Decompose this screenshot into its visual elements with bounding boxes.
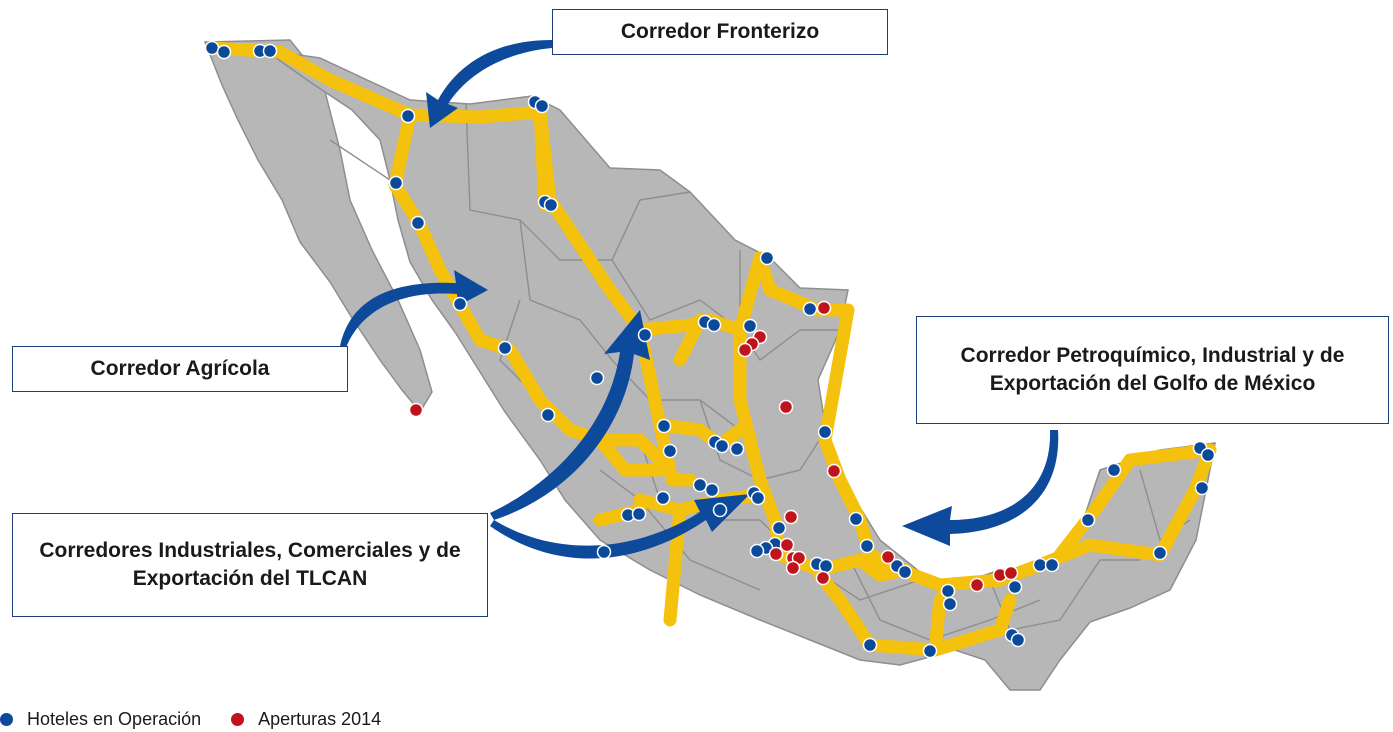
arrow-golfo <box>902 430 1059 546</box>
hotel-operacion-marker <box>749 543 765 559</box>
arrow-tlcan-lower <box>490 494 750 559</box>
red-dot-icon <box>231 713 245 726</box>
hotel-operacion-marker <box>1194 480 1210 496</box>
hoteles-en-operacion-markers <box>204 40 1216 659</box>
arrow-agricola <box>340 270 488 350</box>
apertura-2014-marker <box>826 463 842 479</box>
hotel-operacion-marker <box>637 327 653 343</box>
callout-corredor-agricola-label: Corredor Agrícola <box>90 357 270 381</box>
hotel-operacion-marker <box>940 583 956 599</box>
hotel-operacion-marker <box>942 596 958 612</box>
hotel-operacion-marker <box>750 490 766 506</box>
apertura-2014-marker <box>783 509 799 525</box>
hotel-operacion-marker <box>631 506 647 522</box>
apertura-2014-marker <box>1003 565 1019 581</box>
apertura-2014-marker <box>768 546 784 562</box>
hotel-operacion-marker <box>1032 557 1048 573</box>
apertura-2014-marker <box>969 577 985 593</box>
hotel-operacion-marker <box>1152 545 1168 561</box>
apertura-2014-marker <box>779 537 795 553</box>
hotel-operacion-marker <box>714 438 730 454</box>
callout-corredor-golfo: Corredor Petroquímico, Industrial y de E… <box>916 316 1389 424</box>
hotel-operacion-marker <box>742 318 758 334</box>
hotel-operacion-marker <box>400 108 416 124</box>
hotel-operacion-marker <box>848 511 864 527</box>
apertura-2014-marker <box>816 300 832 316</box>
hotel-operacion-marker <box>897 564 913 580</box>
apertura-2014-marker <box>880 549 896 565</box>
arrow-fronterizo <box>426 40 552 128</box>
callout-corredores-tlcan-label: Corredores Industriales, Comerciales y d… <box>39 539 461 590</box>
hotel-operacion-marker <box>704 482 720 498</box>
hotel-operacion-marker <box>1010 632 1026 648</box>
legend-label-aperturas: Aperturas 2014 <box>258 709 382 729</box>
baja-california-landmass <box>203 39 433 414</box>
arrow-tlcan-upper <box>490 310 650 520</box>
hotel-operacion-marker <box>589 370 605 386</box>
hotel-operacion-marker <box>655 490 671 506</box>
hotel-operacion-marker <box>410 215 426 231</box>
callout-corredor-agricola: Corredor Agrícola <box>12 346 348 392</box>
legend-item-aperturas: Aperturas 2014 <box>231 709 381 730</box>
apertura-2014-marker <box>815 570 831 586</box>
hotel-operacion-marker <box>1200 447 1216 463</box>
hotel-operacion-marker <box>1007 579 1023 595</box>
aperturas-2014-markers <box>408 300 1019 593</box>
hotel-operacion-marker <box>656 418 672 434</box>
legend: Hoteles en Operación Aperturas 2014 <box>0 707 411 732</box>
blue-dot-icon <box>0 713 13 726</box>
hotel-operacion-marker <box>922 643 938 659</box>
apertura-2014-marker <box>408 402 424 418</box>
hotel-operacion-marker <box>1106 462 1122 478</box>
hotel-operacion-marker <box>262 43 278 59</box>
hotel-operacion-marker <box>692 477 708 493</box>
callout-corredor-fronterizo-label: Corredor Fronterizo <box>620 20 820 44</box>
hotel-operacion-marker <box>534 98 550 114</box>
hotel-operacion-marker <box>802 301 818 317</box>
apertura-2014-marker <box>778 399 794 415</box>
hotel-operacion-marker <box>540 407 556 423</box>
legend-label-operacion: Hoteles en Operación <box>27 709 202 729</box>
callout-corredor-fronterizo: Corredor Fronterizo <box>552 9 888 55</box>
hotel-operacion-marker <box>818 558 834 574</box>
legend-item-operacion: Hoteles en Operación <box>0 709 201 730</box>
hotel-operacion-marker <box>759 250 775 266</box>
hotel-operacion-marker <box>817 424 833 440</box>
hotel-operacion-marker <box>216 44 232 60</box>
hotel-operacion-marker <box>543 197 559 213</box>
hotel-operacion-marker <box>388 175 404 191</box>
hotel-operacion-marker <box>771 520 787 536</box>
hotel-operacion-marker <box>596 544 612 560</box>
hotel-operacion-marker <box>497 340 513 356</box>
callout-corredores-tlcan: Corredores Industriales, Comerciales y d… <box>12 513 488 617</box>
hotel-operacion-marker <box>706 317 722 333</box>
hotel-operacion-marker <box>204 40 220 56</box>
hotel-operacion-marker <box>859 538 875 554</box>
hotel-operacion-marker <box>729 441 745 457</box>
hotel-operacion-marker <box>452 296 468 312</box>
hotel-operacion-marker <box>712 502 728 518</box>
apertura-2014-marker <box>737 342 753 358</box>
hotel-operacion-marker <box>1080 512 1096 528</box>
hotel-operacion-marker <box>662 443 678 459</box>
callout-corredor-golfo-label: Corredor Petroquímico, Industrial y de E… <box>960 344 1345 395</box>
hotel-operacion-marker <box>862 637 878 653</box>
hotel-operacion-marker <box>1044 557 1060 573</box>
apertura-2014-marker <box>785 560 801 576</box>
